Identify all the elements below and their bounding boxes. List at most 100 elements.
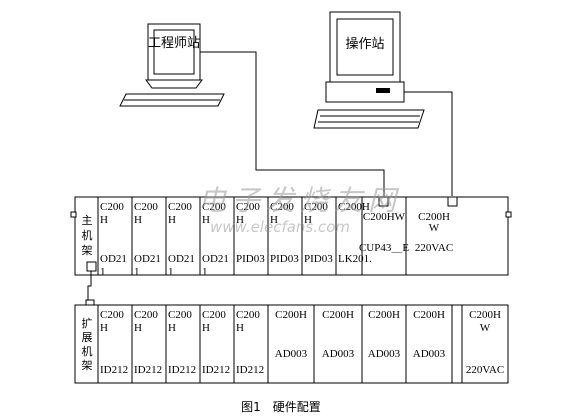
expansion-slot-type: ID212 (168, 364, 196, 376)
expansion-slot: C200H ID212 (165, 305, 196, 383)
expansion-slot-type: AD003 (368, 348, 401, 360)
main-slot-model-suffix: H (202, 214, 210, 226)
main-slot-type-suffix: 1 (202, 266, 208, 278)
main-slot-type-suffix: 1 (168, 266, 174, 278)
expansion-slot-model: C200 (168, 309, 192, 321)
main-slot-model: C200 (168, 201, 192, 213)
operator-link-line (404, 91, 453, 196)
expansion-slot-model: C200H (413, 309, 445, 321)
expansion-slot-model-suffix: H (134, 322, 142, 334)
cpu-port (447, 196, 458, 207)
lk201-port (378, 196, 389, 207)
expansion-slot-model-suffix: H (168, 322, 176, 334)
main-slot-type: PID03 (270, 253, 299, 265)
figure-caption: 图1 硬件配置 (241, 400, 321, 414)
main-slot-type: OD21 (202, 253, 229, 265)
expansion-rack-slots: C200HID212C200HID212C200HID212C200HID212… (100, 305, 504, 383)
main-slot: C200H PID03 (267, 197, 299, 275)
main-slot-type: OD21 (134, 253, 161, 265)
expansion-slot-type: ID212 (236, 364, 264, 376)
main-slot-model-suffix: H (236, 214, 244, 226)
main-slot-model: C200HW (363, 211, 406, 223)
watermark: 电子发烧友网 www.elecfans.com (198, 184, 402, 236)
main-slot-model: C200 (304, 201, 328, 213)
main-slot-model: C200H (418, 211, 450, 223)
expansion-rack-label-char: 架 (82, 359, 93, 372)
main-slot-type: OD21 (168, 253, 195, 265)
expansion-slot: C200H ID212 (131, 305, 162, 383)
main-slot-model-suffix: H (304, 214, 312, 226)
expansion-slot: C200HW 220VAC (461, 305, 504, 383)
expansion-slot-model: C200 (202, 309, 226, 321)
expansion-slot: C200H ID212 (233, 305, 264, 383)
main-slot-model-suffix: H (134, 214, 142, 226)
engineer-station: 工程师站 (119, 23, 225, 107)
main-slot-model-suffix: H (168, 214, 176, 226)
expansion-slot: C200H AD003 (361, 305, 401, 383)
expansion-slot-type: ID212 (100, 364, 128, 376)
main-rack: 主机架 C200HOD211C200HOD211C200HOD211C200HO… (70, 196, 512, 278)
main-slot-type-suffix: 1 (100, 266, 106, 278)
expansion-slot: C200H ID212 (100, 309, 128, 376)
main-slot-model: C200 (270, 201, 294, 213)
expansion-slot-model-suffix: H (100, 322, 108, 334)
expansion-slot: C200H ID212 (199, 305, 230, 383)
watermark-url: www.elecfans.com (210, 218, 350, 236)
expansion-slot-model-suffix: H (202, 322, 210, 334)
main-slot-type: LK201. (338, 253, 372, 265)
expansion-slot-type: ID212 (202, 364, 230, 376)
main-slot-model-suffix: H (270, 214, 278, 226)
expansion-slot-type: 220VAC (466, 364, 504, 376)
main-slot-type-suffix: 1 (134, 266, 140, 278)
main-slot-model-suffix: W (429, 222, 440, 234)
expansion-slot-model: C200 (134, 309, 158, 321)
main-slot-type: CUP43＿E (359, 242, 409, 254)
main-slot: C200HW CUP43＿E (359, 197, 409, 275)
main-rack-label: 主机架 (82, 214, 93, 257)
expansion-slot-model: C200H (322, 309, 354, 321)
expansion-slot-model: C200 (236, 309, 260, 321)
expansion-rack-label-char: 机 (82, 344, 93, 358)
expansion-slot-model: C200 (100, 309, 124, 321)
engineer-station-label-1: 工程师站 (148, 36, 200, 51)
main-rack-label-char: 架 (82, 244, 93, 257)
expansion-slot-model-suffix: W (480, 322, 491, 334)
main-slot-type: PID03 (236, 253, 265, 265)
main-slot-type: PID03 (304, 253, 333, 265)
main-slot-model: C200 (236, 201, 260, 213)
main-rack-label-char: 机 (82, 228, 93, 242)
main-rack-label-char: 主 (82, 214, 93, 227)
expansion-slot-type: AD003 (413, 348, 446, 360)
expansion-slot-model: C200H (469, 309, 501, 321)
main-slot-model-suffix: H (100, 214, 108, 226)
main-slot-type: OD21 (100, 253, 127, 265)
main-slot-model: C200 (100, 201, 124, 213)
expansion-slot-model-suffix: H (236, 322, 244, 334)
expansion-slot-model: C200H (275, 309, 307, 321)
main-slot: C200H PID03 (301, 197, 333, 275)
operator-station: 操作站 (313, 11, 425, 129)
expansion-slot: C200H AD003 (405, 305, 446, 383)
main-slot: C200H PID03 (233, 197, 265, 275)
main-rack-slots: C200HOD211C200HOD211C200HOD211C200HOD211… (100, 197, 453, 278)
expansion-rack-label-char: 扩 (82, 316, 93, 330)
expansion-rack-label-char: 展 (82, 331, 93, 344)
watermark-site-name: 电子发烧友网 (198, 184, 402, 217)
operator-station-label: 操作站 (345, 36, 384, 52)
main-slot-model: C200 (202, 201, 226, 213)
expansion-slot-type: ID212 (134, 364, 162, 376)
engineer-link-line (200, 51, 385, 196)
rack-connector (85, 261, 97, 309)
expansion-slot-model: C200H (368, 309, 400, 321)
main-slot-model: C200 (134, 201, 158, 213)
